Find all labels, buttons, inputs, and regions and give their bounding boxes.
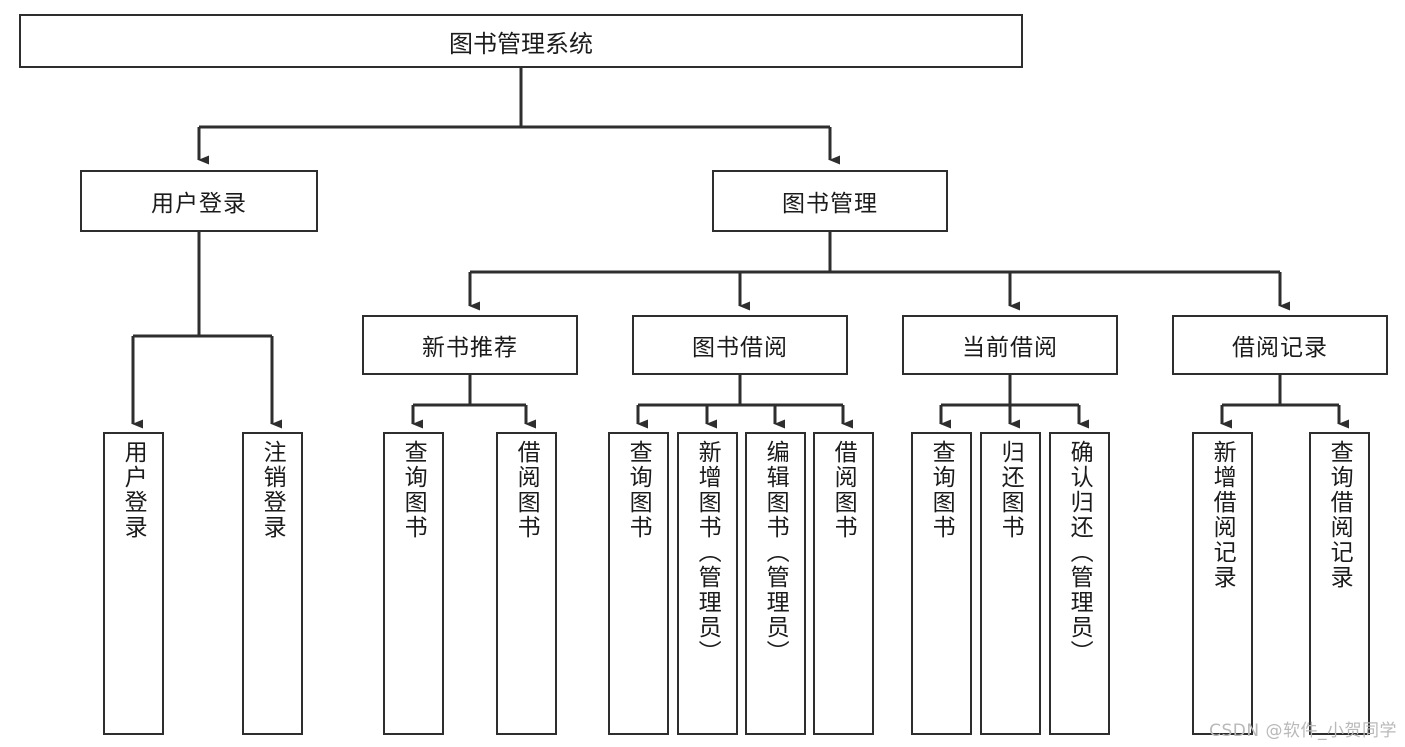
node-leaf-query-book-1[interactable]: 查询图书	[383, 432, 444, 735]
node-leaf-add-book[interactable]: 新增图书（管理员）	[677, 432, 738, 735]
node-leaf-user-login[interactable]: 用户登录	[103, 432, 164, 735]
leaf-label: 借阅图书	[514, 440, 541, 540]
leaf-label: 查询图书	[401, 440, 428, 540]
node-root[interactable]: 图书管理系统	[19, 14, 1023, 68]
node-borrow-record-label: 借阅记录	[1232, 334, 1328, 360]
leaf-label: 借阅图书	[831, 440, 858, 540]
leaf-label: 注销登录	[260, 440, 287, 540]
leaf-label: 新增图书（管理员）	[695, 440, 722, 665]
node-leaf-query-book-2[interactable]: 查询图书	[608, 432, 669, 735]
node-leaf-borrow-book-1[interactable]: 借阅图书	[496, 432, 557, 735]
node-new-book-rec[interactable]: 新书推荐	[362, 315, 578, 375]
watermark: CSDN @软件_小贺同学	[1209, 721, 1397, 741]
leaf-label: 编辑图书（管理员）	[763, 440, 790, 665]
node-leaf-add-record[interactable]: 新增借阅记录	[1192, 432, 1253, 735]
node-book-manage[interactable]: 图书管理	[712, 170, 948, 232]
node-borrow-record[interactable]: 借阅记录	[1172, 315, 1388, 375]
node-current-borrow-label: 当前借阅	[962, 334, 1058, 360]
node-leaf-query-record[interactable]: 查询借阅记录	[1309, 432, 1370, 735]
node-new-book-rec-label: 新书推荐	[422, 334, 518, 360]
leaf-label: 查询图书	[929, 440, 956, 540]
node-book-manage-label: 图书管理	[782, 190, 878, 216]
leaf-label: 查询借阅记录	[1327, 440, 1354, 590]
node-user-login-label: 用户登录	[151, 190, 247, 216]
node-book-borrow-label: 图书借阅	[692, 334, 788, 360]
leaf-label: 确认归还（管理员）	[1067, 440, 1094, 665]
node-leaf-return-book[interactable]: 归还图书	[980, 432, 1041, 735]
node-book-borrow[interactable]: 图书借阅	[632, 315, 848, 375]
node-leaf-confirm-return[interactable]: 确认归还（管理员）	[1049, 432, 1110, 735]
leaf-label: 归还图书	[998, 440, 1025, 540]
leaf-label: 用户登录	[121, 440, 148, 540]
node-user-login[interactable]: 用户登录	[80, 170, 318, 232]
leaf-label: 查询图书	[626, 440, 653, 540]
node-current-borrow[interactable]: 当前借阅	[902, 315, 1118, 375]
leaf-label: 新增借阅记录	[1210, 440, 1237, 590]
node-leaf-edit-book[interactable]: 编辑图书（管理员）	[745, 432, 806, 735]
node-leaf-logout[interactable]: 注销登录	[242, 432, 303, 735]
node-leaf-borrow-book-2[interactable]: 借阅图书	[813, 432, 874, 735]
node-leaf-query-book-3[interactable]: 查询图书	[911, 432, 972, 735]
node-root-label: 图书管理系统	[449, 30, 593, 58]
